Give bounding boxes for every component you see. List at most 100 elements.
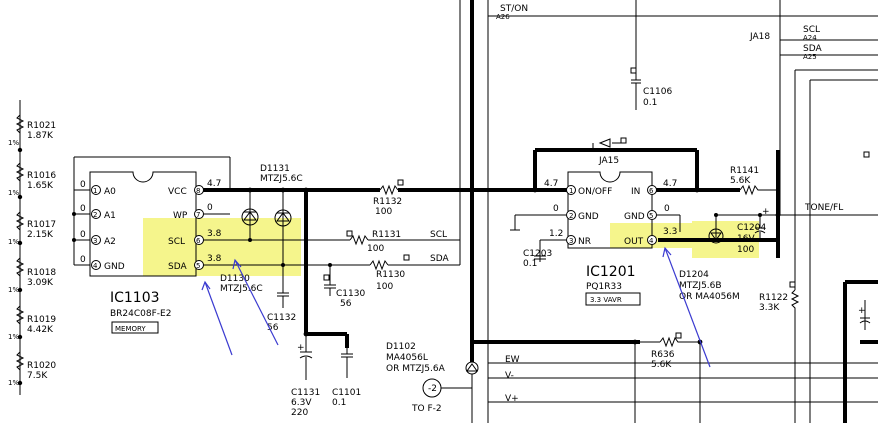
c1132-value: 56 bbox=[267, 323, 279, 333]
r1122-resistor bbox=[789, 281, 800, 423]
d1131-ref: D1131 bbox=[260, 164, 290, 174]
ic1103-pin6-num: 6 bbox=[196, 237, 201, 245]
c1204-ref: C1204 bbox=[737, 223, 766, 233]
net-ew: EW bbox=[505, 355, 520, 365]
ic1103-pin4-num: 4 bbox=[93, 262, 98, 270]
d1102-diode bbox=[422, 361, 479, 423]
c1106-ref: C1106 bbox=[643, 87, 672, 97]
d1130-value: MTZJ5.6C bbox=[220, 284, 263, 294]
c1101-ref: C1101 bbox=[332, 388, 361, 398]
d1204-v1: MTZJ5.6B bbox=[679, 281, 722, 291]
r1019-tol: 1% bbox=[8, 333, 19, 341]
c1106-value: 0.1 bbox=[643, 98, 657, 108]
ja18-label: JA18 bbox=[749, 32, 770, 42]
ic1201-pin5-name: GND bbox=[624, 212, 645, 222]
r1017-value: 2.15K bbox=[27, 230, 54, 240]
ic1103-pin8-num: 8 bbox=[196, 187, 200, 195]
ic1201-pin1-num: 1 bbox=[569, 187, 573, 195]
r1132-ref: R1132 bbox=[373, 197, 402, 207]
ic1201-pin4-name: OUT bbox=[624, 237, 644, 247]
r1017-tol: 1% bbox=[8, 238, 19, 246]
ic1103-pin5-name: SDA bbox=[168, 262, 187, 272]
net-sda-right: SDA bbox=[803, 44, 822, 54]
ic1103-pin8-voltage: 4.7 bbox=[207, 179, 221, 189]
resistor-ladder bbox=[15, 100, 25, 395]
ic1103-pin7-name: WP bbox=[173, 211, 188, 221]
c1204-plus: + bbox=[762, 207, 770, 217]
ic1103-pin3-name: A2 bbox=[104, 237, 116, 247]
top-right-nets bbox=[487, 0, 878, 423]
r1021-value: 1.87K bbox=[27, 131, 54, 141]
d1130-ref: D1130 bbox=[220, 274, 250, 284]
ic1103-pin7-voltage: 0 bbox=[207, 203, 213, 213]
ic1201-pin2-name: GND bbox=[578, 212, 599, 222]
d1102-v1: MA4056L bbox=[386, 353, 428, 363]
annotation-arrows bbox=[201, 246, 711, 368]
ic1103-pin4-voltage: 0 bbox=[80, 255, 86, 265]
d1102-ref: D1102 bbox=[386, 342, 416, 352]
r1131-ref: R1131 bbox=[372, 230, 401, 240]
r1020-tol: 1% bbox=[8, 379, 19, 387]
r1021-ref: R1021 bbox=[27, 121, 56, 131]
highlight-ic1103-bus bbox=[143, 218, 301, 276]
d1204-ref: D1204 bbox=[679, 270, 709, 280]
r1019-value: 4.42K bbox=[27, 325, 54, 335]
r1017-ref: R1017 bbox=[27, 220, 56, 230]
d1102-v2: OR MTZJ5.6A bbox=[386, 364, 446, 374]
c1204-v2: 100 bbox=[737, 245, 754, 255]
net-st-on-sub: A26 bbox=[496, 13, 510, 21]
ic1201-body bbox=[510, 137, 781, 306]
r636-ref: R636 bbox=[651, 350, 675, 360]
ic1103-ref: IC1103 bbox=[110, 290, 160, 306]
c1132-ref: C1132 bbox=[267, 313, 296, 323]
ic1103-pin1-name: A0 bbox=[104, 187, 116, 197]
to-f2-label: TO F-2 bbox=[411, 404, 442, 414]
c1131-v1: 6.3V bbox=[291, 398, 312, 408]
ic1201-tag: 3.3 VAVR bbox=[590, 296, 622, 304]
net-st-on: ST/ON bbox=[500, 4, 528, 14]
r1021-tol: 1% bbox=[8, 139, 19, 147]
r636-value: 5.6K bbox=[651, 360, 672, 370]
c1130-value: 56 bbox=[340, 299, 352, 309]
ic1103-part: BR24C08F-E2 bbox=[110, 309, 171, 319]
ic1103-pin6-name: SCL bbox=[168, 237, 185, 247]
r1141-value: 5.6K bbox=[730, 176, 751, 186]
rail-4v7 bbox=[203, 0, 568, 362]
ic1103-pin6-voltage: 3.8 bbox=[207, 229, 222, 239]
r1122-ref: R1122 bbox=[759, 293, 788, 303]
ic1201-pin4-voltage: 3.3 bbox=[663, 227, 677, 237]
ic1103-pin4-name: GND bbox=[104, 262, 125, 272]
caps-c1131-c1101 bbox=[299, 334, 353, 380]
r1130-value: 100 bbox=[376, 282, 393, 292]
ic1201-part: PQ1R33 bbox=[586, 282, 622, 292]
c1131-plus: + bbox=[297, 343, 305, 353]
ic1103-pin1-voltage: 0 bbox=[80, 180, 86, 190]
ic1201-pin5-num: 5 bbox=[649, 212, 653, 220]
ic1103-pin7-num: 7 bbox=[196, 211, 200, 219]
ic1103-pin1-num: 1 bbox=[93, 187, 97, 195]
ic1201-ref: IC1201 bbox=[586, 264, 636, 280]
r1018-tol: 1% bbox=[8, 286, 19, 294]
ic1103-pin2-num: 2 bbox=[93, 211, 97, 219]
r1131-value: 100 bbox=[367, 244, 384, 254]
r1020-value: 7.5K bbox=[27, 371, 48, 381]
c1131-ref: C1131 bbox=[291, 388, 320, 398]
c1203-ref: C1203 bbox=[523, 249, 552, 259]
net-scl-right: SCL bbox=[803, 25, 820, 35]
ic1201-pin2-num: 2 bbox=[569, 212, 573, 220]
ic1103-pin5-num: 5 bbox=[196, 262, 200, 270]
r1016-ref: R1016 bbox=[27, 171, 56, 181]
cap-right-plus: + bbox=[858, 306, 866, 316]
c1204-v1: 16V bbox=[737, 234, 755, 244]
zener-diodes-d1130-d1131 bbox=[241, 190, 292, 308]
r1019-ref: R1019 bbox=[27, 315, 56, 325]
r1020-ref: R1020 bbox=[27, 361, 56, 371]
r1018-value: 3.09K bbox=[27, 278, 54, 288]
ic1201-pin6-num: 6 bbox=[649, 187, 654, 195]
scl-sda-bus bbox=[323, 0, 461, 296]
ic1201-pin6-name: IN bbox=[631, 187, 640, 197]
net-sda-label: SDA bbox=[430, 254, 449, 264]
c1203-value: 0.1 bbox=[523, 259, 537, 269]
ic1103-pin5-voltage: 3.8 bbox=[207, 254, 222, 264]
